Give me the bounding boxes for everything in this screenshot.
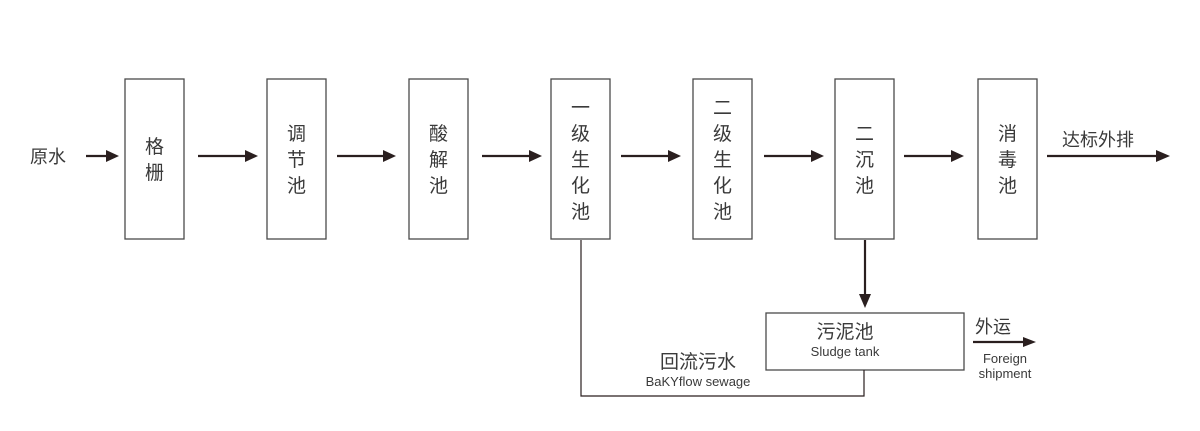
discharge-label: 达标外排: [1062, 130, 1134, 151]
foreign-shipment-en-line2: shipment: [979, 366, 1032, 381]
process-box-char: 解: [429, 149, 448, 171]
process-box-char: 池: [713, 201, 732, 223]
arrow-settling-to-disinfection: [904, 150, 964, 162]
arrow-foreign-shipment: [973, 337, 1036, 347]
process-box-char: 化: [571, 175, 590, 197]
process-box-char: 二: [855, 123, 874, 145]
process-box-char: 生: [713, 149, 732, 171]
arrow-regulating-to-acidification: [337, 150, 396, 162]
process-box-char: 格: [145, 136, 164, 158]
process-box-secondary-settling-tank: 二沉池: [834, 78, 895, 240]
reflux-sewage-line: [580, 240, 865, 397]
reflux-sewage-label: 回流污水: [660, 351, 736, 373]
process-box-char: 池: [571, 201, 590, 223]
process-box-char: 级: [713, 123, 732, 145]
sludge-tank-label: 污泥池: [816, 321, 873, 343]
sludge-tank-box: [765, 312, 965, 371]
arrow-discharge: [1047, 150, 1170, 162]
process-box-frame: [977, 78, 1038, 240]
process-box-char: 级: [571, 123, 590, 145]
raw-water-label: 原水: [30, 147, 66, 168]
process-box-char: 毒: [998, 149, 1017, 171]
process-box-disinfection-tank: 消毒池: [977, 78, 1038, 240]
arrow-grille-to-regulating: [198, 150, 258, 162]
process-box-frame: [408, 78, 469, 240]
process-box-frame: [124, 78, 185, 240]
process-box-frame: [692, 78, 753, 240]
process-box-char: 一: [571, 97, 590, 119]
foreign-shipment-en-line1: Foreign: [983, 351, 1027, 366]
arrow-settling-to-sludge: [859, 240, 871, 308]
process-box-frame: [834, 78, 895, 240]
foreign-shipment-label: 外运: [975, 317, 1011, 338]
process-box-char: 节: [287, 149, 306, 171]
process-box-frame: [550, 78, 611, 240]
process-box-char: 池: [429, 175, 448, 197]
process-box-char: 二: [713, 97, 732, 119]
process-box-char: 池: [287, 175, 306, 197]
arrow-primary-to-secondary: [621, 150, 681, 162]
process-box-char: 消: [998, 123, 1017, 145]
process-box-frame: [266, 78, 327, 240]
process-box-acidification-tank: 酸解池: [408, 78, 469, 240]
process-box-char: 调: [287, 123, 306, 145]
reflux-sewage-en-label: BaKYflow sewage: [646, 374, 751, 389]
arrow-acidification-to-primary: [482, 150, 542, 162]
arrow-secondary-to-settling: [764, 150, 824, 162]
process-box-regulating-tank: 调节池: [266, 78, 327, 240]
process-box-char: 酸: [429, 123, 448, 145]
process-box-char: 池: [855, 175, 874, 197]
process-box-grille: 格栅: [124, 78, 185, 240]
sludge-tank-en-label: Sludge tank: [811, 344, 880, 359]
arrow-raw-to-grille: [86, 150, 119, 162]
process-box-char: 沉: [855, 149, 874, 171]
process-box-char: 化: [713, 175, 732, 197]
process-box-char: 生: [571, 149, 590, 171]
process-box-char: 池: [998, 175, 1017, 197]
process-box-char: 栅: [145, 162, 164, 184]
